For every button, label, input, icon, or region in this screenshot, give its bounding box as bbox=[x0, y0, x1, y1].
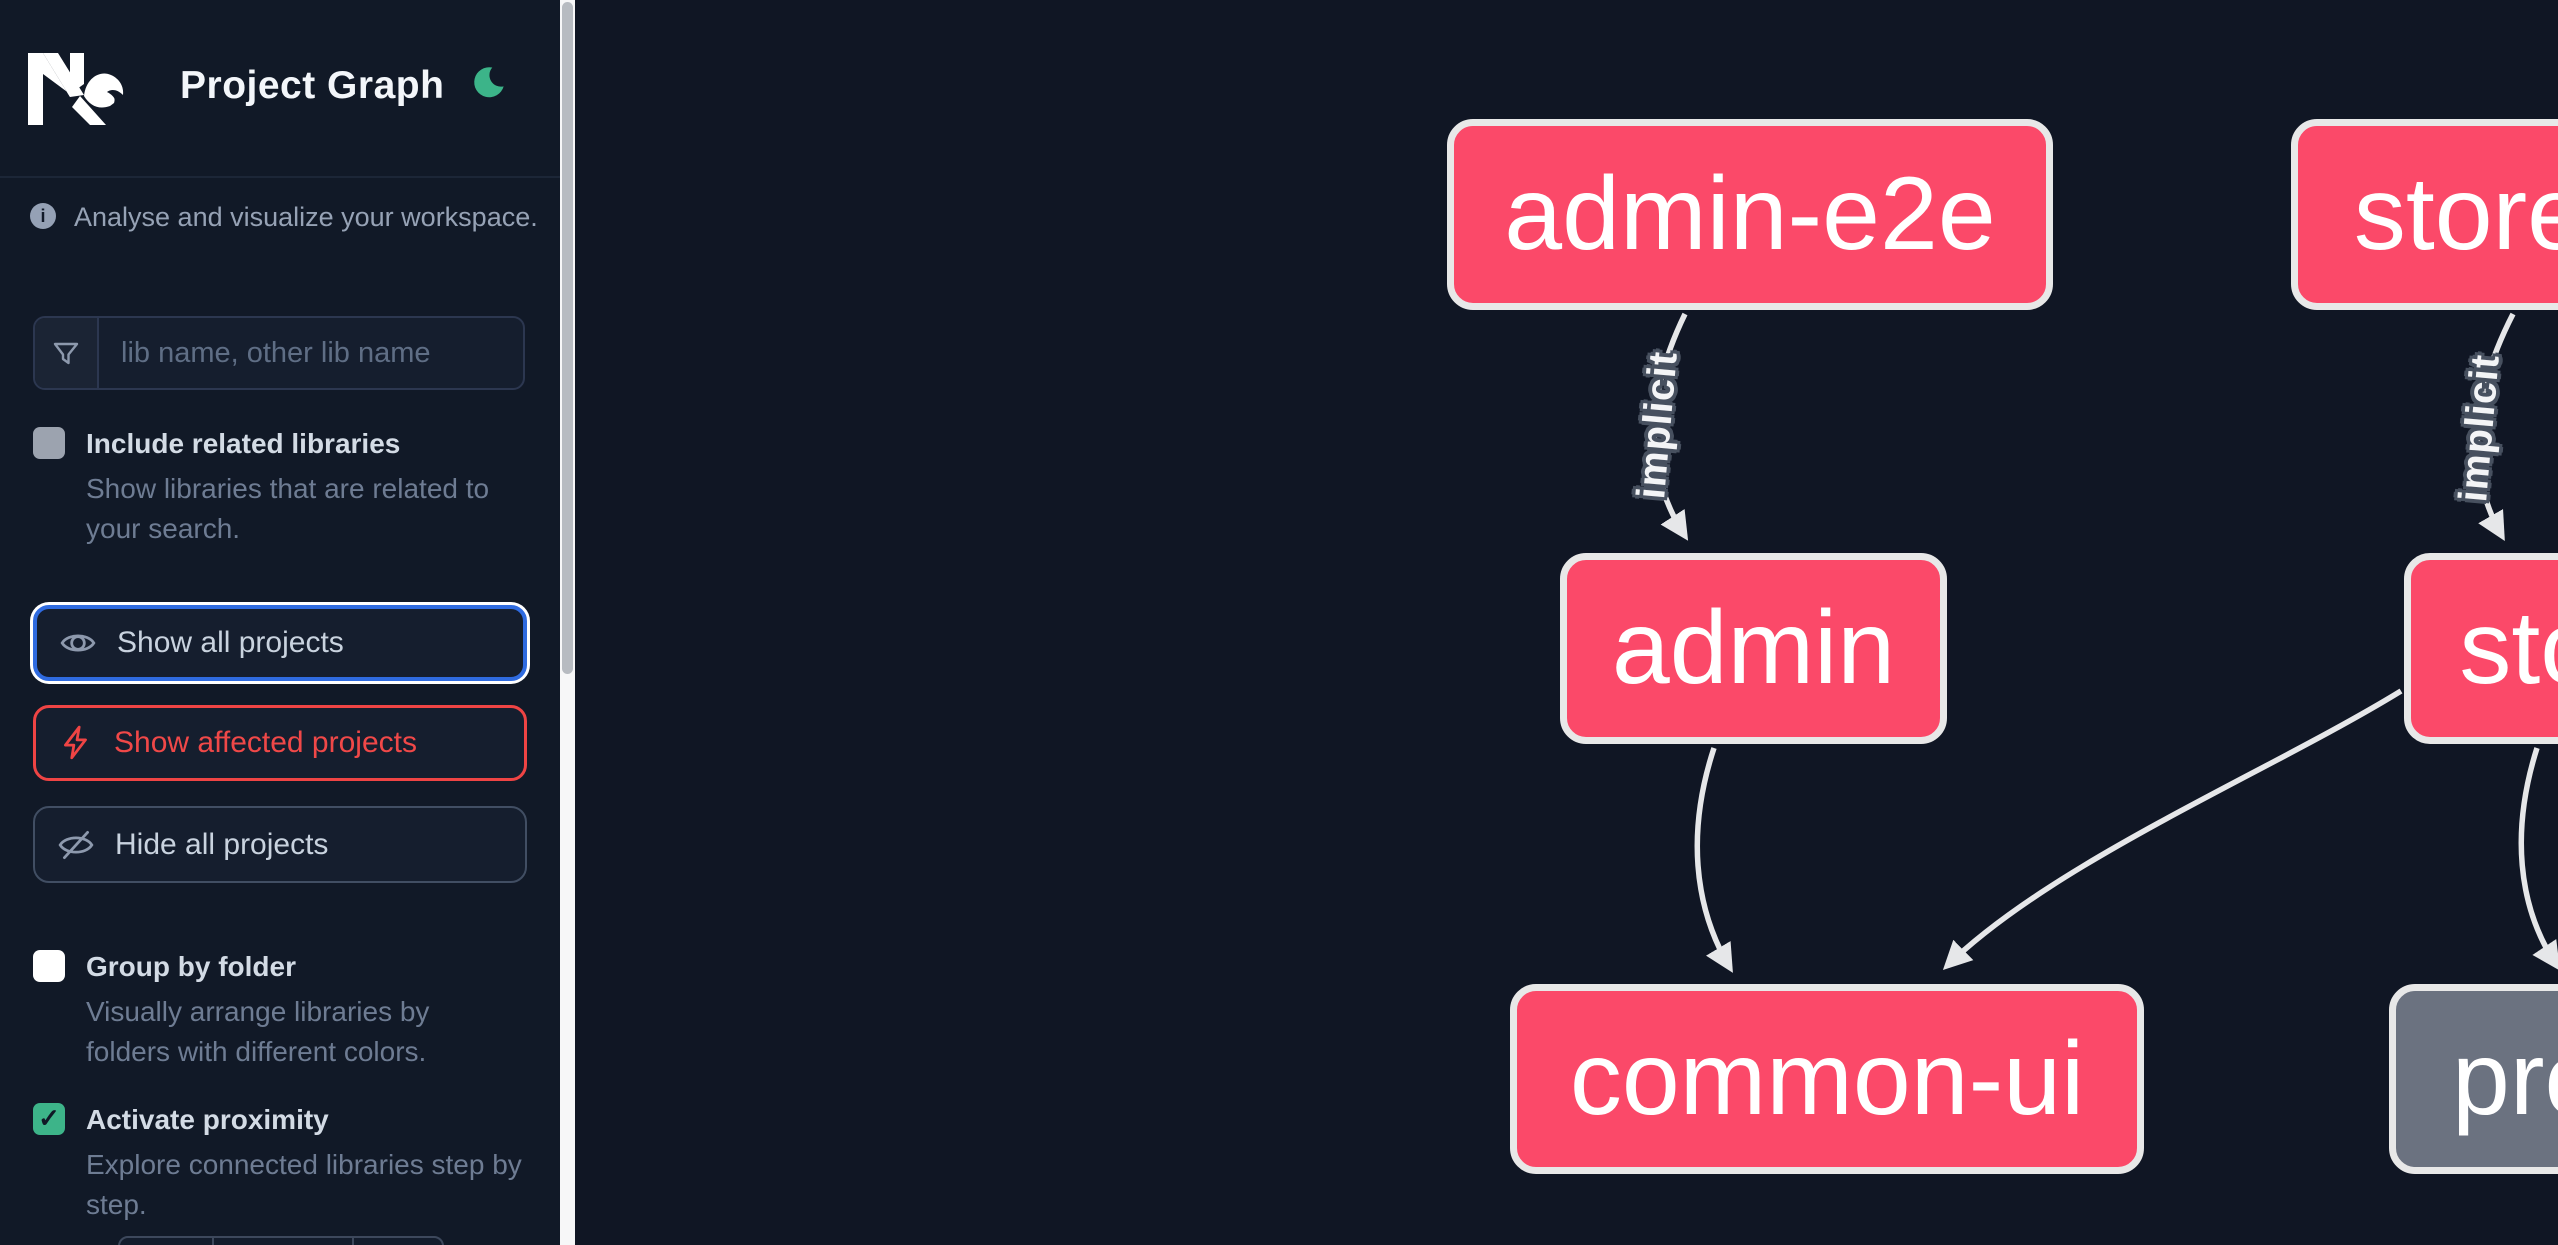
dark-mode-toggle[interactable] bbox=[464, 60, 512, 108]
toggle-description: Show libraries that are related to your … bbox=[86, 473, 490, 544]
graph-node-common-ui[interactable]: common-ui bbox=[1510, 984, 2144, 1174]
toggle-include-related[interactable]: Include related libraries Show libraries… bbox=[33, 427, 527, 557]
checkbox-include-related[interactable] bbox=[33, 427, 65, 459]
node-label: store-e2e bbox=[2353, 156, 2558, 272]
eye-icon bbox=[60, 634, 96, 652]
sidebar: Project Graph i Analyse and visualize yo… bbox=[0, 0, 560, 1245]
show-all-projects-button[interactable]: Show all projects bbox=[33, 605, 527, 681]
graph-canvas[interactable]: implicit implicit admin-e2e store-e2e ad… bbox=[575, 0, 2558, 1245]
bolt-icon bbox=[64, 725, 87, 760]
toggle-activate-proximity[interactable]: ✓ Activate proximity Explore connected l… bbox=[33, 1103, 527, 1233]
graph-node-store-e2e[interactable]: store-e2e bbox=[2291, 119, 2558, 310]
checkbox-group-by-folder[interactable] bbox=[33, 950, 65, 982]
info-icon: i bbox=[30, 203, 56, 229]
button-label: Show affected projects bbox=[114, 726, 417, 759]
toggle-description: Visually arrange libraries by folders wi… bbox=[86, 996, 430, 1067]
nx-logo bbox=[28, 53, 124, 125]
checkbox-activate-proximity[interactable]: ✓ bbox=[33, 1103, 65, 1135]
toggle-group-by-folder[interactable]: Group by folder Visually arrange librari… bbox=[33, 950, 527, 1080]
toggle-label: Include related libraries bbox=[86, 428, 401, 459]
button-label: Hide all projects bbox=[115, 827, 329, 861]
button-label: Show all projects bbox=[117, 626, 344, 659]
edge-label-implicit: implicit bbox=[1629, 349, 1686, 501]
graph-node-admin[interactable]: admin bbox=[1560, 553, 1947, 744]
show-affected-projects-button[interactable]: Show affected projects bbox=[33, 705, 527, 781]
filter-icon-segment bbox=[35, 318, 99, 388]
edge-layer bbox=[1651, 312, 2558, 973]
eye-off-icon bbox=[58, 830, 94, 859]
filter-funnel-icon bbox=[53, 342, 79, 365]
sidebar-scrollbar-thumb[interactable] bbox=[562, 2, 573, 674]
edge-store-products[interactable] bbox=[2518, 747, 2558, 971]
graph-node-products[interactable]: products bbox=[2389, 984, 2558, 1174]
app-title: Project Graph bbox=[180, 64, 445, 107]
toggle-label: Activate proximity bbox=[86, 1104, 329, 1135]
node-label: admin-e2e bbox=[1504, 156, 1996, 272]
stepper-divider bbox=[352, 1238, 354, 1245]
search-box bbox=[33, 316, 525, 390]
toggle-label: Group by folder bbox=[86, 951, 296, 982]
edge-label-implicit: implicit bbox=[2451, 352, 2508, 504]
edge-store-common-ui[interactable] bbox=[1942, 688, 2403, 971]
node-label: store bbox=[2459, 590, 2558, 706]
graph-node-store[interactable]: store bbox=[2404, 553, 2558, 744]
proximity-depth-stepper[interactable] bbox=[118, 1236, 444, 1245]
graph-node-admin-e2e[interactable]: admin-e2e bbox=[1447, 119, 2053, 310]
hide-all-projects-button[interactable]: Hide all projects bbox=[33, 806, 527, 883]
edge-store-e2e-store[interactable] bbox=[2474, 312, 2516, 541]
search-input[interactable] bbox=[99, 318, 523, 388]
node-label: admin bbox=[1611, 590, 1896, 706]
node-label: common-ui bbox=[1569, 1020, 2085, 1137]
sidebar-scrollbar-track[interactable] bbox=[560, 0, 575, 1245]
edge-admin-common-ui[interactable] bbox=[1694, 747, 1733, 973]
stepper-divider bbox=[212, 1238, 214, 1245]
edge-admin-e2e-admin[interactable] bbox=[1651, 312, 1689, 541]
toggle-description: Explore connected libraries step by step… bbox=[86, 1149, 522, 1220]
node-label: products bbox=[2452, 1020, 2558, 1137]
tagline: Analyse and visualize your workspace. bbox=[74, 202, 538, 232]
moon-icon bbox=[474, 66, 504, 97]
divider bbox=[0, 176, 560, 178]
